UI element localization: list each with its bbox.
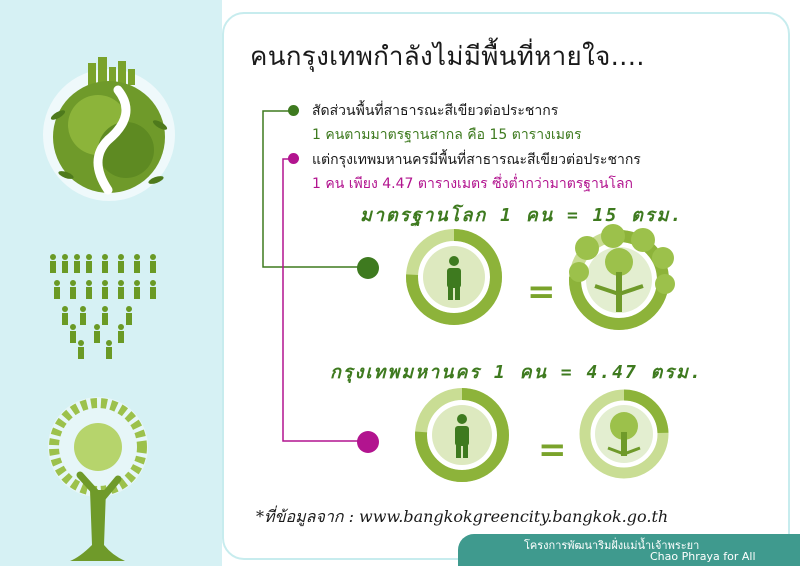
- world-standard-label: มาตรฐานโลก 1 คน = 15 ตรม.: [360, 205, 684, 226]
- bangkok-label: กรุงเทพมหานคร 1 คน = 4.47 ตรม.: [330, 362, 703, 383]
- node-dot-green: [357, 257, 379, 279]
- icon-tree-illustration: [48, 397, 148, 561]
- source-note: *ที่ข้อมูลจาก : www.bangkokgreencity.ban…: [256, 507, 669, 526]
- footer-project-thai: โครงการพัฒนาริมฝั่งแม่น้ำเจ้าพระยา: [524, 539, 700, 552]
- bullet-dot-green: [288, 105, 299, 116]
- person-ring-world: [406, 229, 502, 325]
- page-title: คนกรุงเทพกำลังไม่มีพื้นที่หายใจ....: [250, 42, 645, 72]
- green-globe-illustration: [43, 57, 175, 201]
- tree-ring-world: [569, 224, 675, 330]
- bullet2-line1: แต่กรุงเทพมหานครมีพื้นที่สาธารณะสีเขียวต…: [312, 152, 641, 168]
- footer-project-english: Chao Phraya for All: [650, 550, 756, 563]
- equals-sign-bangkok: =: [538, 430, 567, 470]
- main-card: [222, 12, 790, 560]
- bullet-dot-magenta: [288, 153, 299, 164]
- bullet1-line2: 1 คนตามมาตรฐานสากล คือ 15 ตารางเมตร: [312, 127, 582, 143]
- bullet1-line1: สัดส่วนพื้นที่สาธารณะสีเขียวต่อประชากร: [312, 103, 559, 119]
- bullet2-line2: 1 คน เพียง 4.47 ตารางเมตร ซึ่งต่ำกว่ามาต…: [312, 176, 634, 192]
- footer-bar: [458, 534, 800, 566]
- equals-sign-world: =: [527, 272, 556, 312]
- node-dot-magenta: [357, 431, 379, 453]
- left-illustration-panel: [0, 0, 222, 566]
- people-pictogram: [50, 254, 156, 359]
- tree-ring-bangkok: [579, 389, 669, 479]
- person-ring-bangkok: [415, 388, 509, 482]
